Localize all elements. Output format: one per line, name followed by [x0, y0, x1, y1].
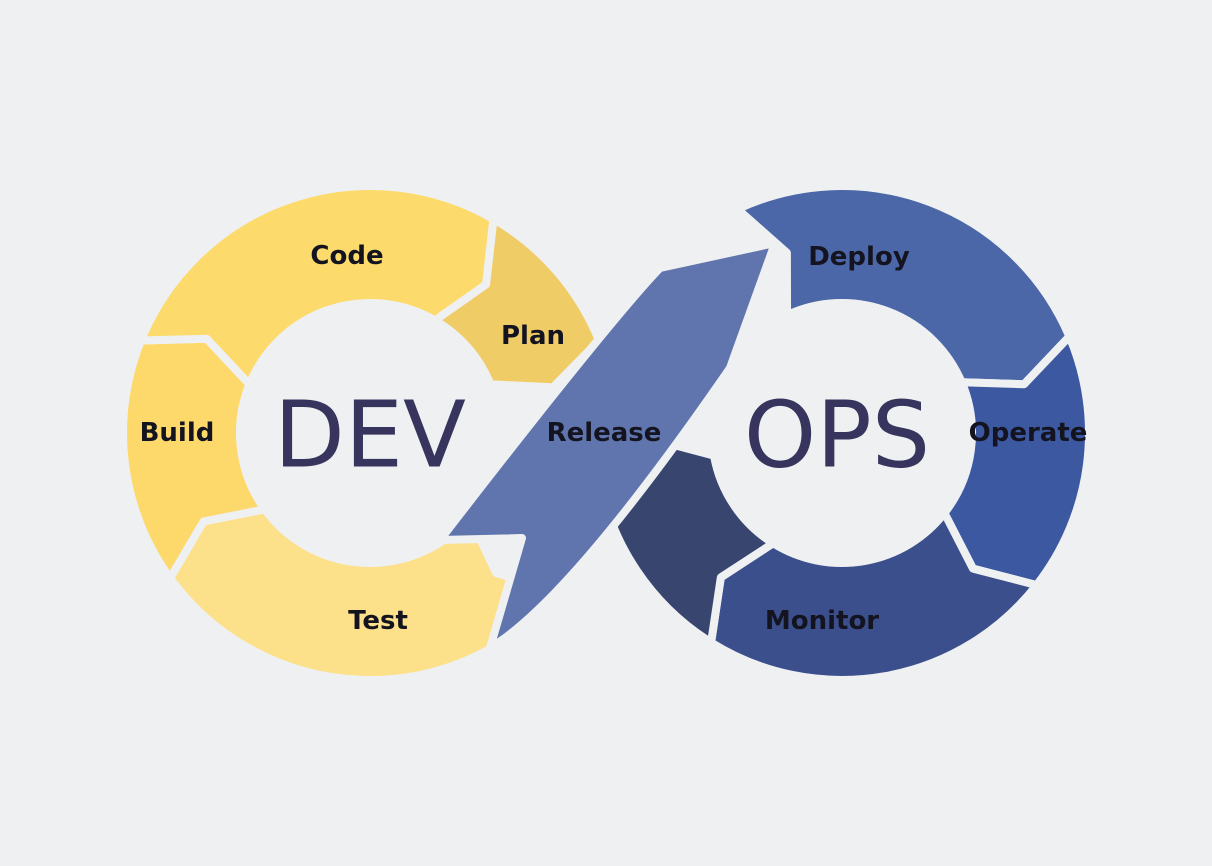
stage-test-label: Test [348, 606, 408, 636]
stage-test-segment [166, 505, 564, 684]
stage-deploy-segment [733, 182, 1074, 389]
stage-deploy-label: Deploy [808, 242, 910, 272]
stage-code-label: Code [310, 241, 383, 271]
stage-build-label: Build [140, 418, 215, 448]
stage-code-segment [136, 182, 498, 389]
release-band [436, 239, 779, 652]
stage-monitor-segment [707, 509, 1041, 684]
stage-monitor-label: Monitor [765, 606, 879, 636]
stage-plan-label: Plan [501, 321, 565, 351]
dev-title: DEV [274, 382, 466, 489]
ops-title: OPS [744, 382, 930, 489]
stage-operate-label: Operate [969, 418, 1088, 448]
stage-release-label: Release [547, 418, 662, 448]
